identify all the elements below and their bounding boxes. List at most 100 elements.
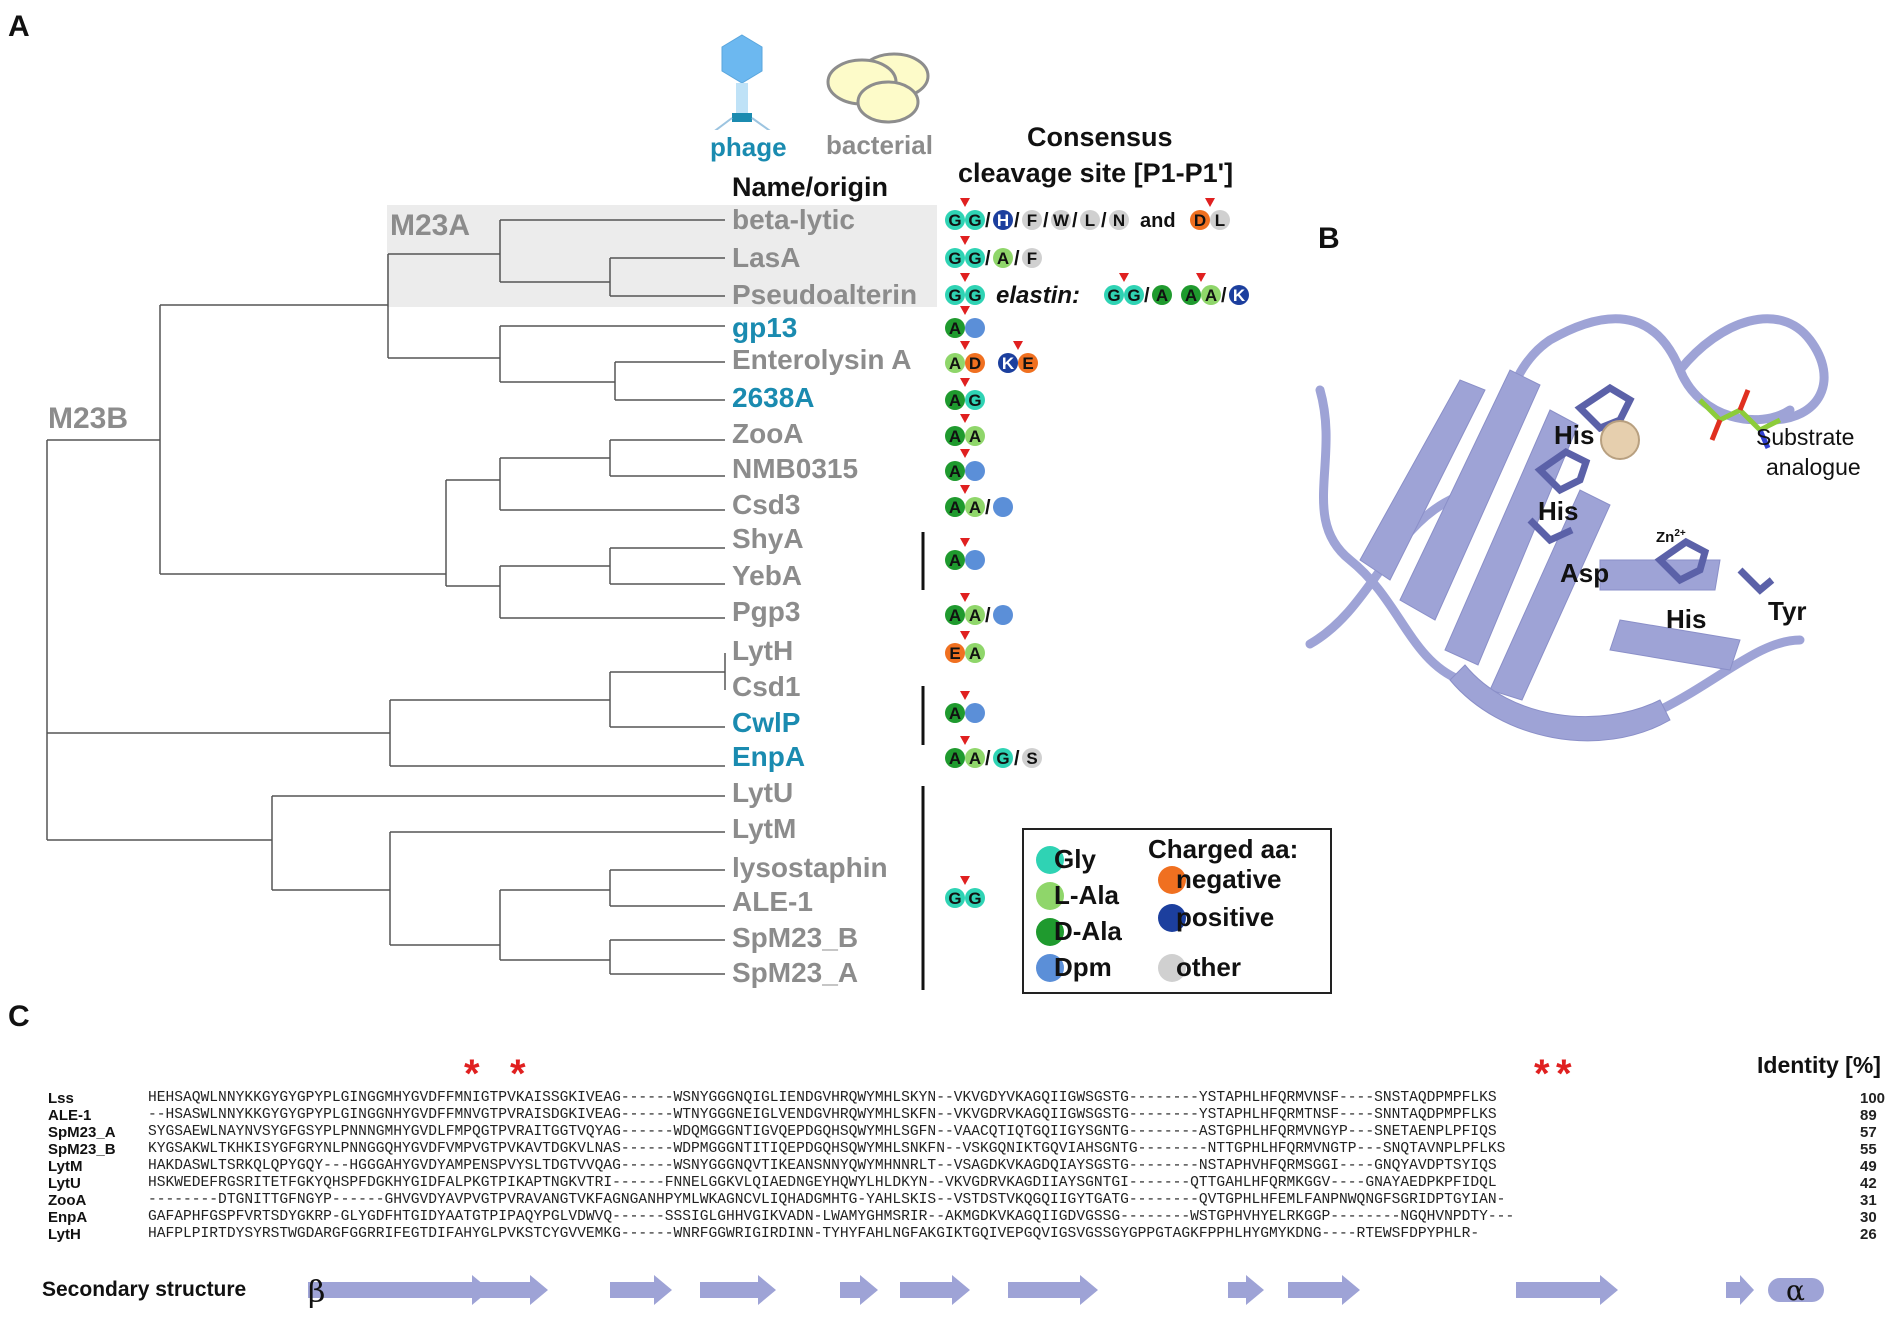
alignment-row-name: LytU: [48, 1175, 81, 1192]
leaf-gp13: gp13: [732, 312, 798, 343]
bead: [965, 550, 985, 570]
bead: A: [945, 341, 970, 373]
clade-m23b: M23B: [48, 402, 129, 435]
bead: G: [965, 285, 985, 305]
cleavage-arrow: [1196, 273, 1206, 282]
slash: /: [985, 605, 991, 627]
alignment-row-identity: 30: [1860, 1209, 1877, 1226]
svg-text:A: A: [1185, 286, 1197, 305]
beta-strand-arrow: [308, 1275, 490, 1305]
beta-strand-arrow: [1008, 1275, 1098, 1305]
bead: [965, 703, 985, 723]
phage-icon: [714, 34, 771, 130]
svg-text:G: G: [1127, 286, 1140, 305]
bead: A: [1201, 285, 1221, 305]
alignment-row-sequence: GAFAPHFGSPFVRTSDYGKRP-GLYGDFHTGIDYAATGTP…: [148, 1209, 1515, 1225]
svg-text:A: A: [949, 427, 961, 446]
substrate-label-1: Substrate: [1756, 424, 1855, 450]
zinc-ion: [1600, 420, 1640, 460]
cleavage-arrow: [960, 236, 970, 245]
legend-negative: negative: [1176, 864, 1282, 894]
svg-text:A: A: [949, 391, 961, 410]
slash: /: [985, 748, 991, 770]
legend-dala-swatch: [1036, 918, 1064, 946]
zn-label: Zn2+: [1656, 528, 1686, 546]
leaf-beta-lytic: beta-lytic: [732, 204, 855, 235]
bead: G: [945, 273, 970, 305]
bead: [993, 497, 1013, 517]
svg-text:F: F: [1027, 249, 1037, 268]
alpha-helix: [1768, 1278, 1824, 1302]
alignment-row-name: ZooA: [48, 1192, 87, 1209]
leaf-2638a: 2638A: [732, 382, 815, 413]
slash: /: [1014, 748, 1020, 770]
svg-text:E: E: [1022, 354, 1033, 373]
cleavage-arrow: [960, 341, 970, 350]
leaf-lysostaphin: lysostaphin: [732, 852, 888, 883]
bead: G: [993, 748, 1013, 768]
svg-text:A: A: [949, 462, 961, 481]
cleavage-arrow: [1205, 198, 1215, 207]
bead: F: [1022, 248, 1042, 268]
bead: A: [1152, 285, 1172, 305]
and-text: and: [1140, 210, 1176, 232]
cleavage-arrow: [960, 198, 970, 207]
svg-text:A: A: [949, 704, 961, 723]
active-site-star: *: [464, 1052, 480, 1096]
legend-other-swatch: [1158, 954, 1186, 982]
bead: A: [945, 306, 970, 338]
bead: A: [965, 605, 985, 625]
leaf-csd1: Csd1: [732, 671, 801, 702]
alignment-row-name: Lss: [48, 1090, 74, 1107]
leaf-lytm: LytM: [732, 813, 797, 844]
bead: K: [998, 341, 1023, 373]
cleavage-arrow: [960, 538, 970, 547]
slash: /: [1144, 285, 1150, 307]
leaf-nmb0315: NMB0315: [732, 453, 859, 484]
svg-text:D: D: [969, 354, 981, 373]
bead: G: [1124, 285, 1144, 305]
bead: [965, 318, 985, 338]
svg-text:G: G: [968, 286, 981, 305]
bead: A: [945, 691, 970, 723]
bead: D: [1190, 198, 1215, 230]
bacterial-label: bacterial: [826, 130, 933, 160]
svg-text:A: A: [1205, 286, 1217, 305]
alignment-row-name: SpM23_B: [48, 1141, 116, 1158]
secondary-structure-label: Secondary structure: [42, 1278, 247, 1301]
cleavage-arrow: [1013, 341, 1023, 350]
beta-strand-arrow: [700, 1275, 776, 1305]
alignment-row-identity: 89: [1860, 1107, 1877, 1124]
beta-strand-arrow: [470, 1275, 548, 1305]
svg-text:K: K: [1002, 354, 1015, 373]
svg-text:W: W: [1053, 211, 1070, 230]
substrate-label-2: analogue: [1766, 454, 1861, 480]
cleavage-arrow: [960, 876, 970, 885]
legend-dpm: Dpm: [1054, 952, 1112, 982]
cleavage-arrow: [960, 631, 970, 640]
leaf-enterolysin-a: Enterolysin A: [732, 344, 912, 375]
asp-label: Asp: [1560, 558, 1610, 588]
slash: /: [1072, 210, 1078, 232]
cleavage-arrow: [1119, 273, 1129, 282]
alignment-row-name: EnpA: [48, 1209, 88, 1226]
leaf-shya: ShyA: [732, 523, 804, 554]
slash: /: [1014, 248, 1020, 270]
alignment-row-name: LytM: [48, 1158, 83, 1175]
protein-structure: [1305, 314, 1829, 742]
bead: L: [1080, 210, 1100, 230]
panel-label-b: B: [1318, 222, 1340, 255]
bead: A: [945, 538, 970, 570]
bead: S: [1022, 748, 1042, 768]
clade-m23a: M23A: [390, 209, 471, 242]
consensus-header-1: Consensus: [1027, 122, 1173, 152]
bead: H: [993, 210, 1013, 230]
alignment-row-identity: 57: [1860, 1124, 1877, 1141]
panel-label-a: A: [8, 10, 30, 43]
alignment-row-sequence: HEHSAQWLNNYKKGYGYGPYPLGINGGMHYGVDFFMNIGT…: [148, 1090, 1497, 1106]
alignment-row-name: LytH: [48, 1226, 81, 1243]
leaf-cwlp: CwlP: [732, 707, 801, 738]
legend-lala: L-Ala: [1054, 880, 1119, 910]
